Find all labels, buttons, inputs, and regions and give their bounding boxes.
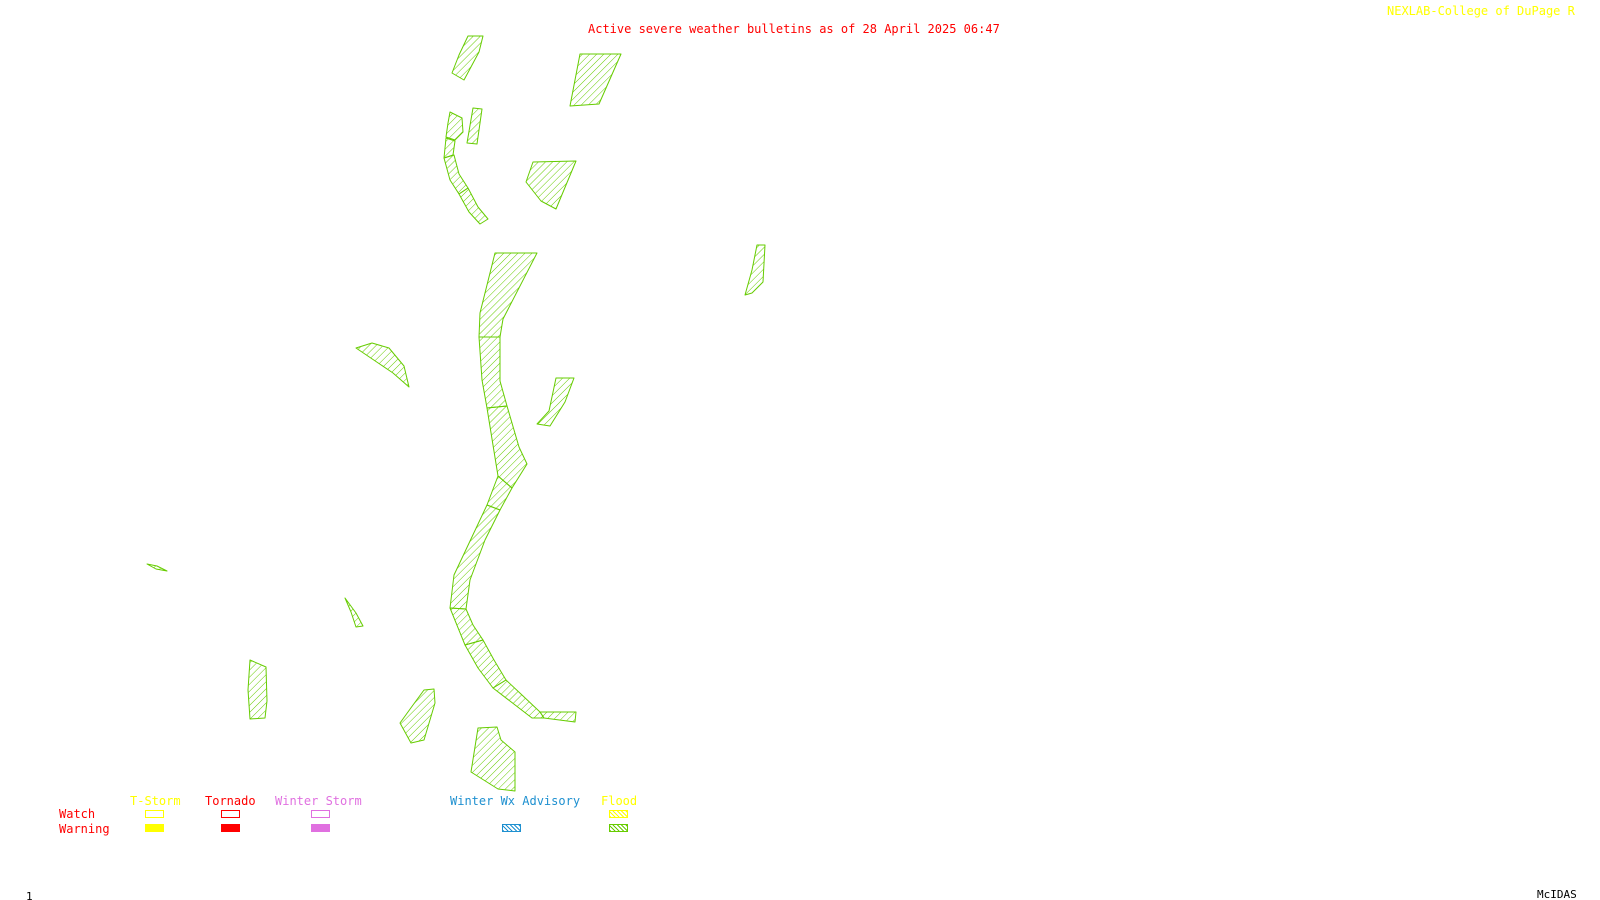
flood-area[interactable] <box>449 504 501 610</box>
flood-area[interactable] <box>449 607 484 646</box>
software-label: McIDAS <box>1537 888 1577 900</box>
flood-area[interactable] <box>486 405 528 489</box>
winter-storm-watch-swatch <box>311 810 330 818</box>
tornado-warning-swatch <box>221 824 240 832</box>
tstorm-warning-swatch <box>145 824 164 832</box>
flood-area[interactable] <box>525 160 577 210</box>
flood-watch-swatch <box>609 810 628 818</box>
flood-area[interactable] <box>466 107 483 145</box>
winter-advisory-swatch <box>502 824 521 832</box>
winter-storm-warning-swatch <box>311 824 330 832</box>
flood-area[interactable] <box>492 679 545 719</box>
legend-header-winter-advisory: Winter Wx Advisory <box>450 794 581 808</box>
flood-area[interactable] <box>536 377 575 427</box>
bulletin-title: Active severe weather bulletins as of 28… <box>588 22 1000 36</box>
legend-header-flood: Flood <box>601 794 638 808</box>
flood-area[interactable] <box>399 688 436 744</box>
legend-header-tstorm: T-Storm <box>130 794 181 808</box>
flood-area[interactable] <box>569 53 622 107</box>
legend-header-tornado: Tornado <box>205 794 256 808</box>
tstorm-watch-swatch <box>145 810 164 818</box>
flood-area[interactable] <box>478 336 508 409</box>
flood-area[interactable] <box>146 563 168 572</box>
frame-number: 1 <box>26 890 33 900</box>
flood-area[interactable] <box>445 111 464 141</box>
flood-area[interactable] <box>478 252 538 338</box>
flood-area[interactable] <box>443 154 469 195</box>
flood-area[interactable] <box>539 711 577 723</box>
flood-area[interactable] <box>451 35 484 81</box>
legend-header-winter-storm: Winter Storm <box>275 794 362 808</box>
tornado-watch-swatch <box>221 810 240 818</box>
flood-area[interactable] <box>355 342 410 388</box>
legend-row-watch: Watch <box>59 807 96 821</box>
flood-area[interactable] <box>247 659 268 720</box>
legend-row-warning: Warning <box>59 822 110 836</box>
flood-area[interactable] <box>458 187 489 225</box>
flood-area[interactable] <box>470 726 516 792</box>
flood-warning-swatch <box>609 824 628 832</box>
credit-label: NEXLAB-College of DuPage R <box>1387 4 1575 18</box>
flood-area[interactable] <box>464 639 507 689</box>
flood-area[interactable] <box>344 597 364 628</box>
flood-area[interactable] <box>744 244 766 296</box>
